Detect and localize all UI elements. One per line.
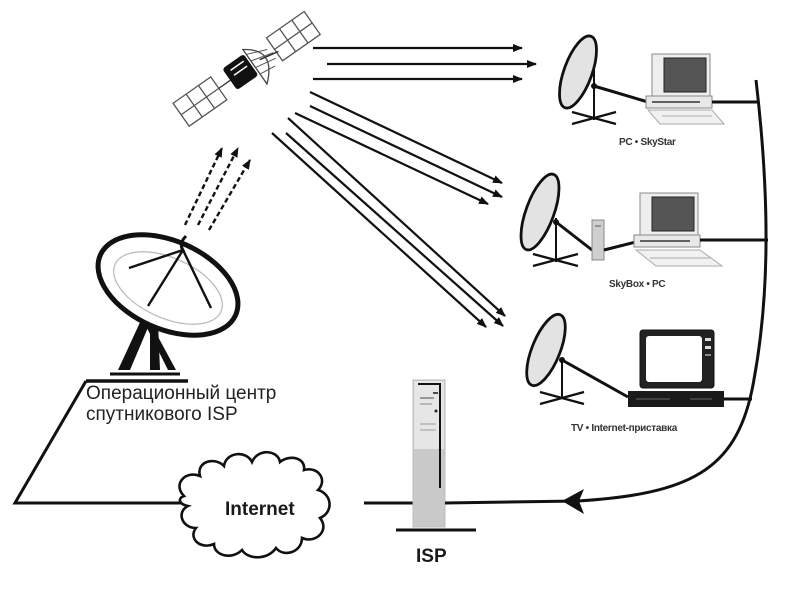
satellite-icon	[172, 10, 322, 128]
dish-icon	[525, 312, 629, 406]
solar-panel-right	[265, 10, 322, 62]
solar-panel-left	[172, 75, 231, 128]
ground-dish	[95, 232, 241, 338]
label-client-2: SkyBox • PC	[609, 279, 666, 290]
uplink-ray	[196, 147, 240, 226]
computer-icon	[645, 53, 726, 125]
downlink-ray	[294, 112, 489, 205]
dish-icon	[519, 172, 593, 268]
tv-icon	[639, 329, 715, 389]
downlink-ray	[285, 132, 504, 327]
label-client-3: TV • Internet-приставка	[571, 423, 677, 434]
downlink-ray	[309, 105, 503, 198]
downlink-rays-client1	[313, 44, 537, 83]
uplink-rays	[183, 147, 252, 231]
client-2-group	[519, 172, 768, 268]
client-3-group	[525, 312, 752, 407]
label-ops-line2: спутникового ISP	[86, 404, 238, 425]
dish-mount	[118, 318, 152, 370]
computer-icon	[633, 192, 724, 267]
dish-icon	[558, 34, 649, 126]
ground-station-dish-icon	[95, 232, 241, 376]
wire-ops-to-internet	[12, 380, 183, 505]
downlink-ray	[309, 91, 503, 184]
client-1-group	[558, 34, 758, 126]
set-top-box-icon	[628, 391, 724, 407]
label-internet: Internet	[225, 499, 295, 520]
uplink-ray	[207, 159, 252, 231]
downlink-ray	[271, 132, 487, 328]
downlink-rays-client2	[294, 91, 503, 205]
label-ops-center: Операционный центр спутникового ISP	[86, 383, 276, 425]
modem-box-icon	[591, 219, 605, 261]
server-tower-icon	[396, 379, 476, 532]
return-line	[444, 79, 768, 505]
return-arrow-icon	[562, 489, 584, 514]
label-ops-line1: Операционный центр	[86, 383, 277, 404]
downlink-rays-client3	[271, 117, 506, 328]
cloud-icon	[178, 450, 331, 559]
downlink-ray	[287, 117, 506, 317]
uplink-ray	[183, 147, 224, 226]
internet-cloud	[178, 450, 331, 559]
label-isp: ISP	[416, 546, 447, 567]
satellite-body	[223, 55, 258, 89]
label-client-1: PC • SkyStar	[619, 137, 676, 148]
